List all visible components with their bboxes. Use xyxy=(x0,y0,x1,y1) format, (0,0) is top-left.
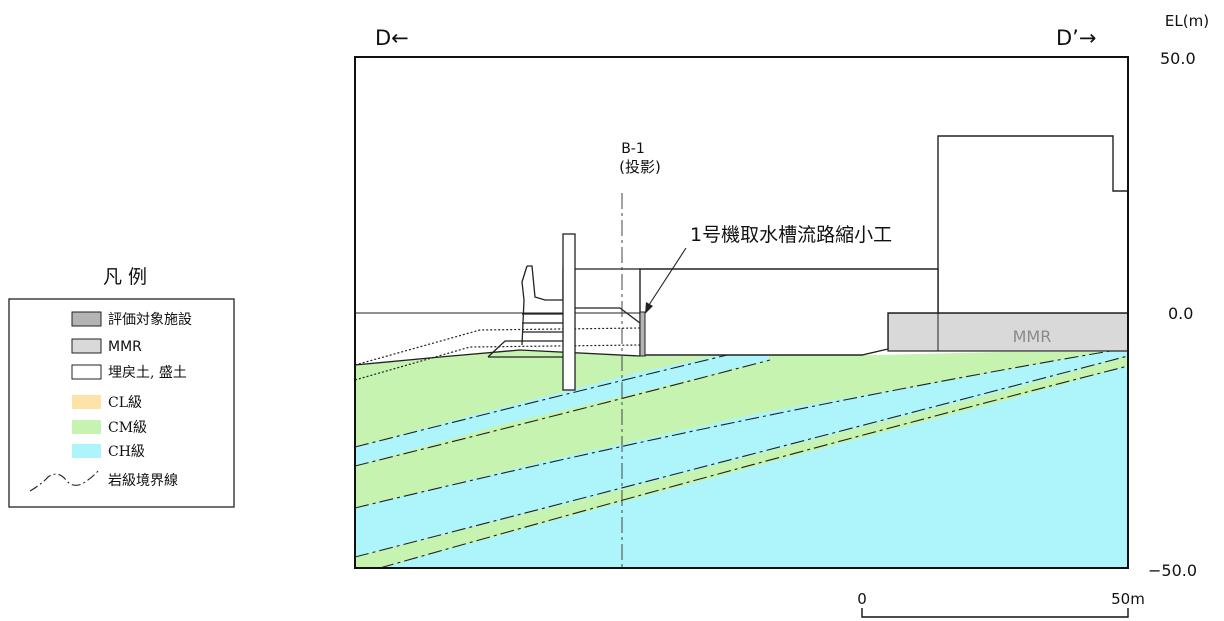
el-tick-50: 50.0 xyxy=(1160,49,1196,68)
borehole-sub-label: (投影) xyxy=(619,158,661,176)
borehole-label: B-1 xyxy=(621,141,645,157)
legend-title: 凡 例 xyxy=(103,266,147,288)
backfill-lines xyxy=(354,312,641,381)
boundary-line-4 xyxy=(354,355,1129,558)
boundary-line-5 xyxy=(379,365,1129,569)
backfill-dotted-line-2 xyxy=(354,344,641,381)
section-frame xyxy=(354,56,1129,569)
scale-bar: 0 50m xyxy=(857,590,1145,618)
cm-class-strip xyxy=(355,356,1128,568)
legend-swatch-backfill xyxy=(71,364,102,380)
section-left-label: D← xyxy=(375,26,409,50)
intake-gate-structure xyxy=(487,233,641,391)
evaluated-facility xyxy=(639,311,646,357)
legend: 凡 例 評価対象施設 MMR 埋戻土, 盛土 CL級 CM級 CH級 岩級境界線 xyxy=(8,266,235,508)
mmr-label: MMR xyxy=(1013,327,1052,346)
legend-swatch-facility xyxy=(71,311,102,327)
boundary-line-1 xyxy=(354,345,766,448)
boundary-line-3 xyxy=(354,347,1129,509)
building-right xyxy=(937,135,1129,314)
ch-class-band-upper xyxy=(355,346,770,466)
legend-label-boundary: 岩級境界線 xyxy=(108,473,178,489)
legend-swatch-cl xyxy=(72,395,101,409)
legend-swatch-mmr xyxy=(71,338,102,354)
backfill-dotted-line-1 xyxy=(354,327,641,366)
legend-label-cl: CL級 xyxy=(108,395,142,411)
legend-label-mmr: MMR xyxy=(108,339,142,355)
section-right-label: D’→ xyxy=(1056,26,1096,50)
legend-box xyxy=(8,298,235,508)
gate-base-left xyxy=(487,340,563,358)
gate-roof-slope xyxy=(575,307,641,324)
legend-label-backfill: 埋戻土, 盛土 xyxy=(108,365,187,381)
rock-class-boundaries xyxy=(354,345,1129,569)
boundary-line-2 xyxy=(354,359,771,467)
legend-label-cm: CM級 xyxy=(108,420,147,436)
pile-column xyxy=(562,233,576,391)
legend-items: 評価対象施設 MMR 埋戻土, 盛土 CL級 CM級 CH級 xyxy=(71,311,192,460)
structure-label: 1号機取水槽流路縮小工 xyxy=(690,224,892,246)
legend-swatch-ch xyxy=(72,444,101,458)
scale-start-label: 0 xyxy=(857,590,867,608)
legend-label-facility: 評価対象施設 xyxy=(108,312,192,328)
el-axis-unit: EL(m) xyxy=(1165,12,1209,30)
scale-bar-line xyxy=(861,608,1129,618)
el-tick-0: 0.0 xyxy=(1168,304,1193,323)
legend-label-ch: CH級 xyxy=(108,444,145,460)
leader-line xyxy=(646,247,687,309)
el-tick-minus50: −50.0 xyxy=(1148,561,1197,580)
legend-swatch-cm xyxy=(72,420,101,434)
leader-arrow-icon xyxy=(645,302,653,314)
scale-end-label: 50m xyxy=(1111,590,1145,608)
ground-surface-line xyxy=(354,349,641,366)
mmr-block xyxy=(887,312,1129,352)
gate-top xyxy=(527,265,640,301)
gate-left-wall xyxy=(521,265,528,346)
